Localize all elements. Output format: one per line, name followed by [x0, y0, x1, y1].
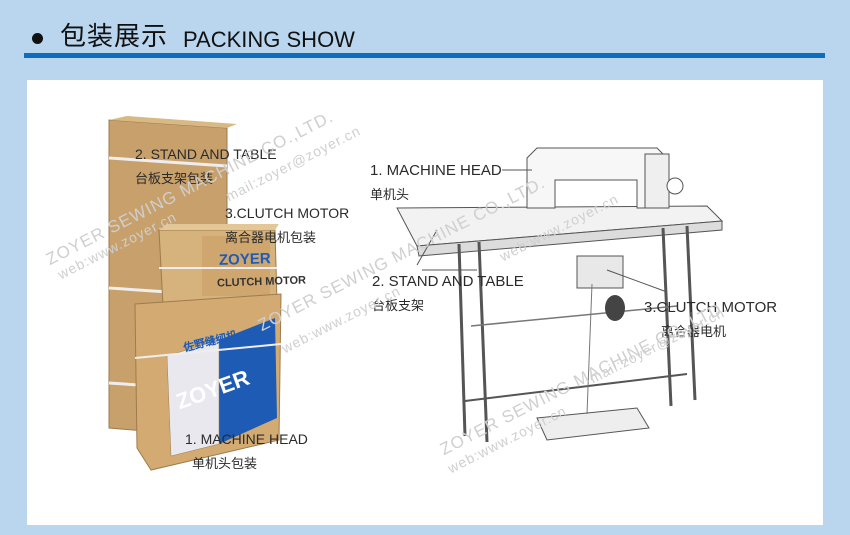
title-en: PACKING SHOW [183, 27, 355, 52]
box-head-label-cn: 单机头包装 [192, 457, 258, 472]
content-panel: ZOYER CLUTCH MOTOR 佐野缝纫机 ZOYER 2. STAND … [27, 80, 823, 525]
box-motor-label-en: 3.CLUTCH MOTOR [225, 205, 350, 221]
box-stand-label-en: 2. STAND AND TABLE [135, 146, 277, 162]
machine-stand-label-cn: 台板支架 [372, 299, 425, 314]
packing-boxes-illustration [108, 116, 282, 471]
machine-head-label-en: 1. MACHINE HEAD [370, 162, 502, 179]
machine-motor-label-en: 3.CLUTCH MOTOR [644, 299, 778, 316]
title-underline [24, 53, 825, 58]
sewing-machine-illustration [396, 147, 724, 443]
leader-lines [416, 169, 668, 293]
box-head-label-en: 1. MACHINE HEAD [185, 431, 308, 447]
header: 包装展示 PACKING SHOW [0, 0, 850, 60]
box-motor-label-cn: 离合器电机包装 [225, 231, 317, 246]
machine-stand-label-en: 2. STAND AND TABLE [372, 273, 524, 290]
title-cn: 包装展示 [60, 22, 169, 52]
machine-motor-label-cn: 离合器电机 [661, 325, 727, 340]
machine-head-label-cn: 单机头 [370, 188, 410, 203]
box-stand-label-cn: 台板支架包装 [135, 172, 214, 187]
bullet-dot [32, 33, 43, 44]
